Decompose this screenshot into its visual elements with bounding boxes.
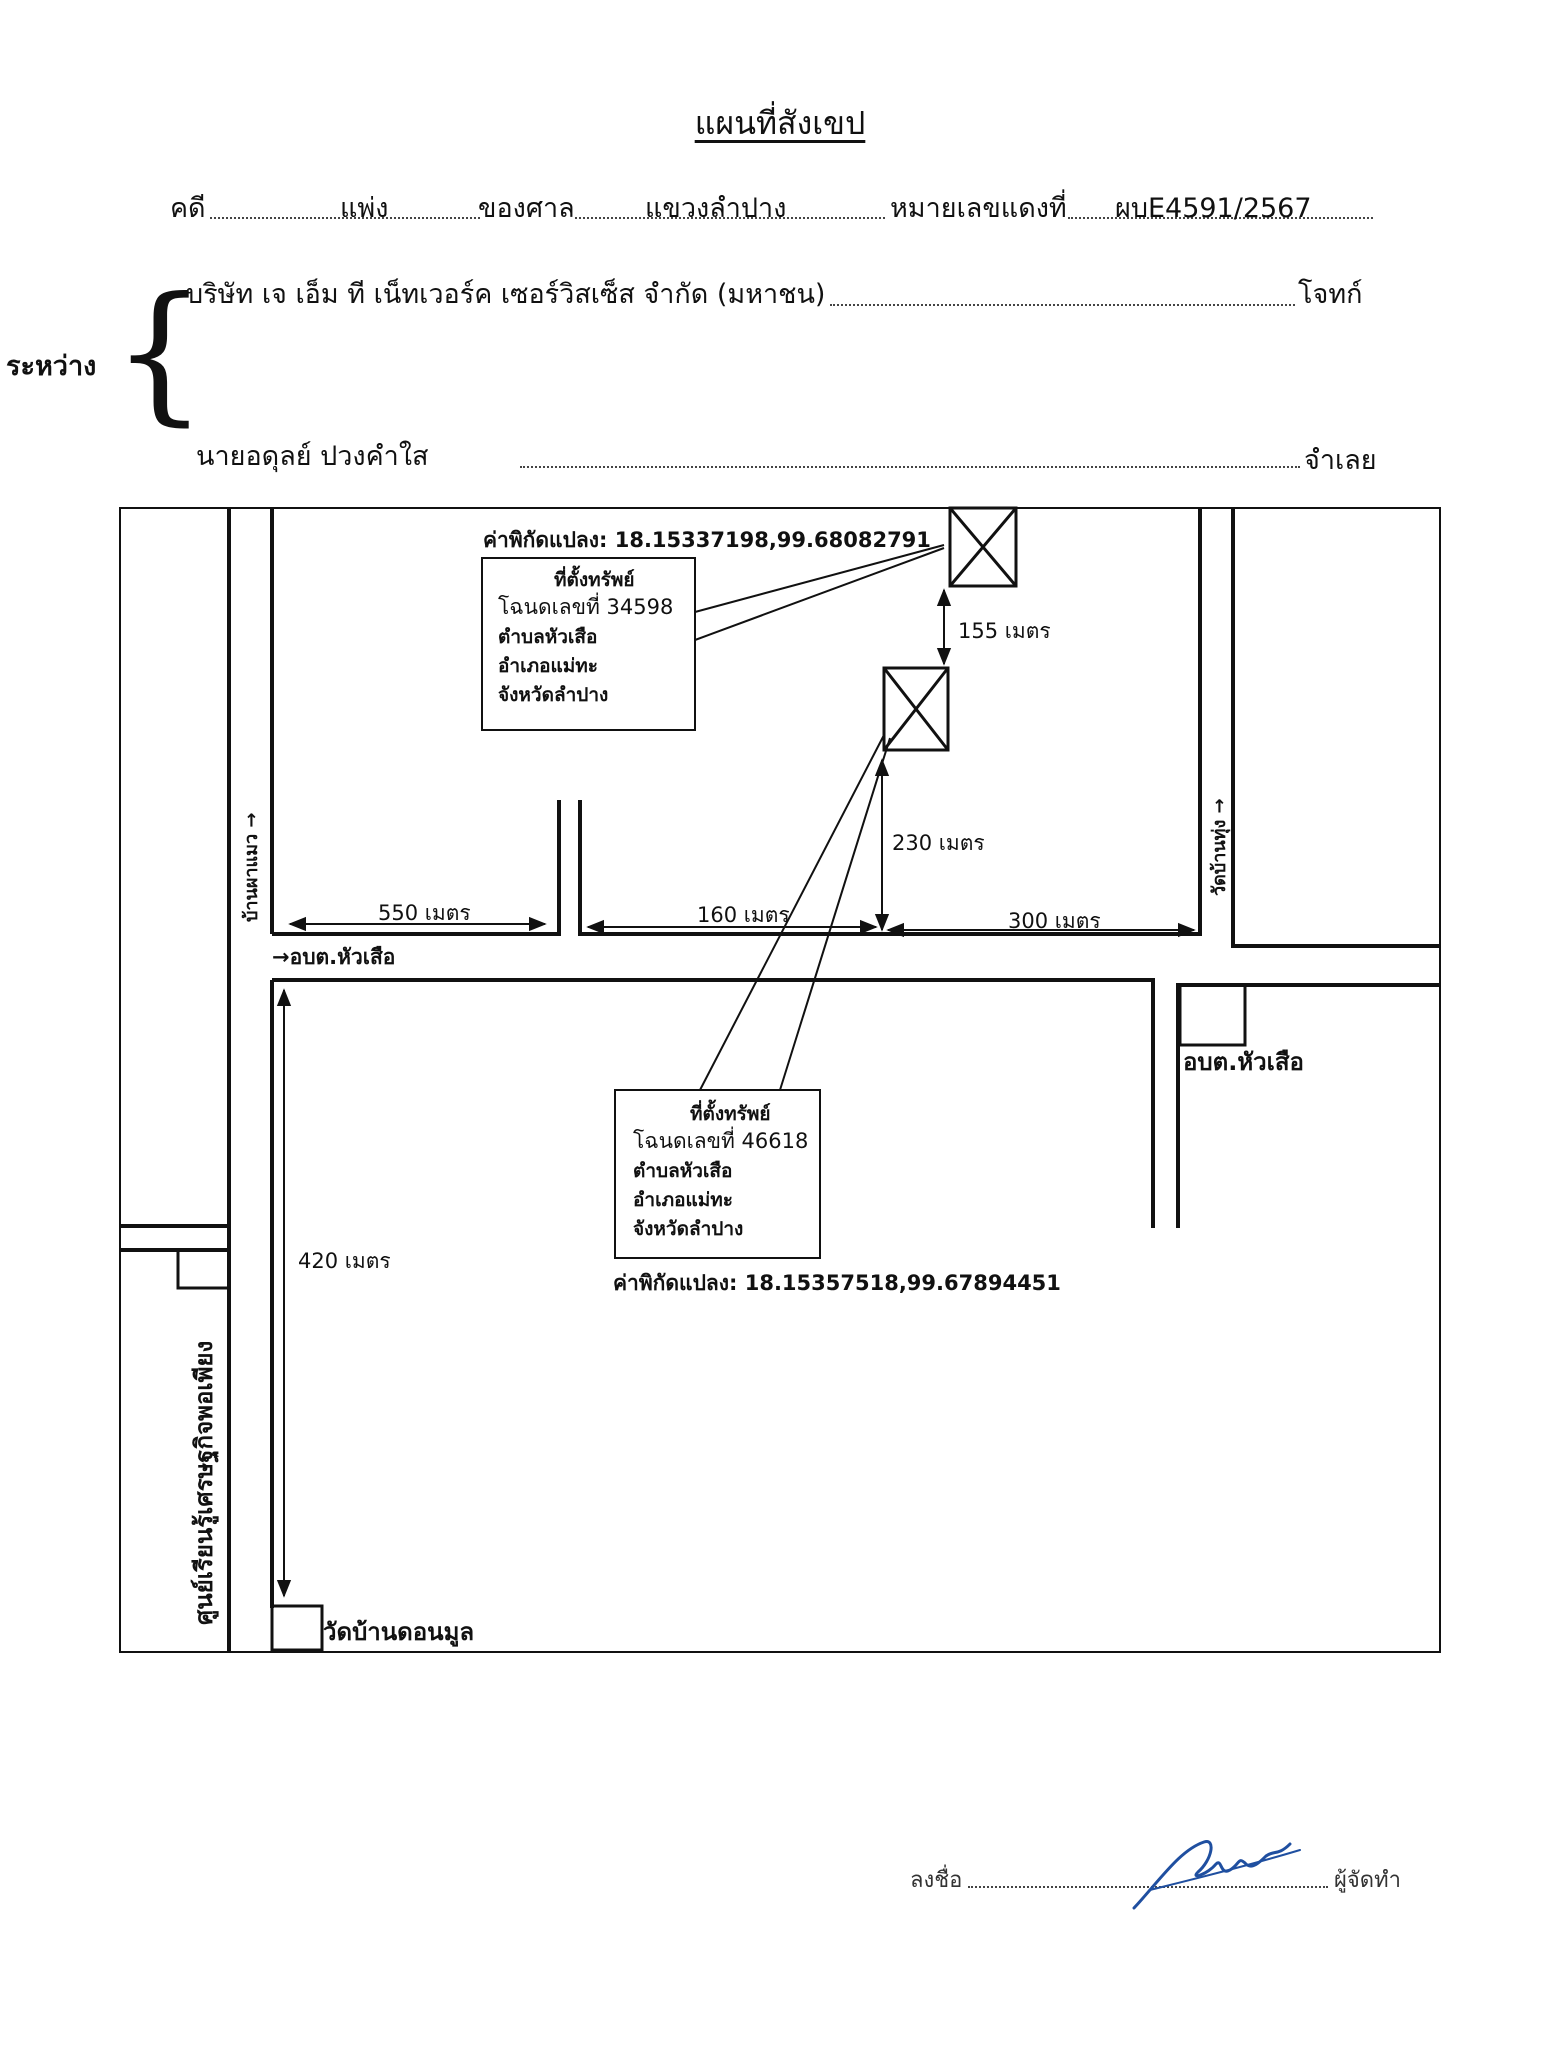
between-label: ระหว่าง [6,351,97,382]
road-lines [120,508,1440,1652]
property-marker-46618 [882,666,950,752]
brace-glyph: { [112,266,208,440]
leader-line-34598-b [694,547,945,641]
landmark-obt: อบต.หัวเสือ [1183,1048,1304,1076]
case-type-dotted-line [210,217,480,219]
distance-label-420: 420 เมตร [298,1249,391,1273]
coordinate-label-34598: ค่าพิกัดแปลง: 18.15337198,99.68082791 [483,528,931,552]
property1-province: จังหวัดลำปาง [498,684,608,706]
property1-subdistrict: ตำบลหัวเสือ [498,626,597,648]
property1-deed: โฉนดเลขที่ 34598 [498,592,673,619]
road-label-ban-pha-maew: บ้านผาแมว → [241,813,262,922]
property2-deed: โฉนดเลขที่ 46618 [633,1126,808,1153]
property2-district: อำเภอแม่ทะ [633,1189,733,1211]
red-number-dotted-line [1068,217,1373,219]
court-label: ของศาล [478,193,575,224]
court-dotted-line [575,217,885,219]
defendant-role: จำเลย [1304,445,1377,476]
callout-box-46618 [614,1089,821,1259]
distance-label-550: 550 เมตร [378,901,471,925]
wat-building [270,1604,324,1652]
plaintiff-role: โจทก์ [1298,279,1363,310]
landmark-learning-center: ศูนย์เรียนรู้เศรษฐกิจพอเพียง [190,1341,220,1625]
property2-title: ที่ตั้งทรัพย์ [690,1099,771,1125]
obt-building [1178,983,1247,1047]
road-label-to-obt: →อบต.หัวเสือ [272,945,395,969]
page-title: แผนที่สังเขป [694,104,866,142]
property1-title: ที่ตั้งทรัพย์ [554,565,635,591]
leader-line-46618-b [779,737,891,1091]
property-marker-34598 [948,506,1018,588]
plaintiff-name: บริษัท เจ เอ็ม ที เน็ทเวอร์ค เซอร์วิสเซ็… [186,279,826,310]
sign-label: ลงชื่อ [910,1868,963,1893]
property2-province: จังหวัดลำปาง [633,1218,743,1240]
signature-dotted-line [968,1886,1328,1888]
distance-label-300: 300 เมตร [1008,909,1101,933]
red-number: ผบE4591/2567 [1115,193,1312,224]
defendant-dotted-line [520,466,1300,468]
leader-line-46618-a [699,734,885,1091]
case-type: แพ่ง [340,193,389,224]
distance-label-230: 230 เมตร [892,831,985,855]
distance-label-155: 155 เมตร [958,619,1051,643]
plaintiff-dotted-line [830,304,1295,306]
property1-district: อำเภอแม่ทะ [498,655,598,677]
leader-line-34598-a [694,544,945,613]
road-label-wat-ban-thung: วัดบ้านทุ่ง → [1209,798,1231,896]
signature-mark [1132,1840,1301,1910]
case-label: คดี [170,193,206,224]
learning-center-building [176,1248,231,1290]
map-frame [119,507,1441,1653]
defendant-name: นายอดุลย์ ปวงคำใส [196,441,429,472]
court-name: แขวงลำปาง [645,193,787,224]
preparer-label: ผู้จัดทำ [1334,1868,1401,1893]
coordinate-label-46618: ค่าพิกัดแปลง: 18.15357518,99.67894451 [613,1271,1061,1295]
distance-label-160: 160 เมตร [697,903,790,927]
callout-box-34598 [481,557,696,731]
property2-subdistrict: ตำบลหัวเสือ [633,1160,732,1182]
red-number-label: หมายเลขแดงที่ [890,193,1067,224]
landmark-wat: วัดบ้านดอนมูล [323,1618,474,1647]
